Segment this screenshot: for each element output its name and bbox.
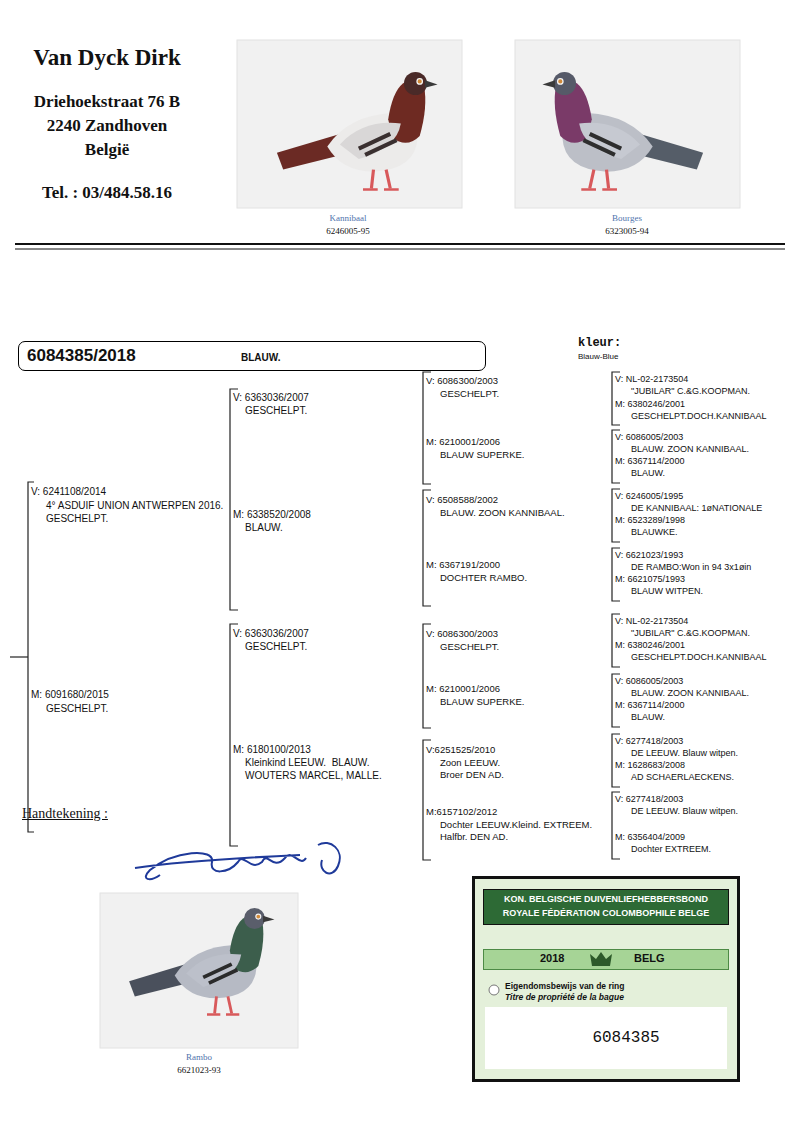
ring-year: 2018 [540, 952, 564, 965]
pedigree-entry: M:6157102/2012 [426, 806, 497, 817]
pedigree-entry: M: 6210001/2006 [426, 436, 500, 447]
pedigree-entry: V: 6363036/2007 [233, 628, 309, 640]
pigeon-photo [100, 893, 298, 1048]
pigeon-photo [237, 40, 462, 208]
breeder-address: België [85, 140, 129, 160]
pedigree-entry: GESCHELPT. [245, 641, 307, 653]
ring-certificate: Eigendomsbewijs van de ringTitre de prop… [472, 876, 740, 1082]
pedigree-entry: V: NL-02-2173504 [615, 374, 688, 385]
photo-ring: 6246005-95 [326, 226, 370, 237]
pedigree-entry: M: 6523289/1998 [615, 515, 685, 526]
photo-name: Kannibaal [330, 213, 367, 224]
pedigree-entry: BLAUW. [631, 468, 665, 479]
pedigree-entry: BLAUWKE. [631, 527, 678, 538]
pedigree-entry: Broer DEN AD. [440, 769, 504, 780]
pedigree-entry: DE LEEUW. Blauw witpen. [631, 748, 738, 759]
signature [135, 843, 340, 879]
pedigree-entry: DOCHTER RAMBO. [440, 572, 527, 583]
pedigree-entry: BLAUW SUPERKE. [440, 696, 524, 707]
pedigree-entry: Dochter EXTREEM. [631, 844, 711, 855]
header-rule [15, 249, 785, 250]
pedigree-entry: M: 1628683/2008 [615, 760, 685, 771]
pedigree-entry: BLAUW. [245, 522, 283, 534]
pedigree-entry: GESCHELPT. [440, 388, 499, 399]
pedigree-entry: DE RAMBO:Won in 94 3x1øin [631, 562, 751, 573]
pedigree-entry: M: 6180100/2013 [233, 744, 311, 756]
certificate-text: Titre de propriété de la bague [505, 992, 624, 1002]
pedigree-entry: GESCHELPT.DOCH.KANNIBAAL [631, 411, 767, 422]
colour-value: Blauw-Blue [578, 352, 618, 362]
pedigree-entry: GESCHELPT. [245, 405, 307, 417]
pedigree-bracket [10, 372, 620, 860]
pedigree-entry: M: 6091680/2015 [31, 689, 109, 701]
photo-name: Bourges [612, 213, 642, 224]
ring-number: 6084385/2018 [27, 346, 136, 366]
breeder-address: 2240 Zandhoven [47, 116, 167, 136]
pedigree-entry: V: 6508588/2002 [426, 494, 498, 505]
pigeon-photo [515, 40, 740, 208]
pedigree-entry: V: 6246005/1995 [615, 491, 683, 502]
pedigree-entry: M: 6210001/2006 [426, 683, 500, 694]
pedigree-entry: "JUBILAR" C.&G.KOOPMAN. [631, 386, 750, 397]
pedigree-entry: Dochter LEEUW.Kleind. EXTREEM. [440, 819, 592, 830]
pedigree-entry: V: 6241108/2014 [31, 486, 106, 498]
pedigree-entry: V: 6621023/1993 [615, 550, 683, 561]
pedigree-entry: M: 6367114/2000 [615, 700, 684, 711]
pedigree-entry: GESCHELPT.DOCH.KANNIBAAL [631, 652, 767, 663]
pedigree-entry: DE LEEUW. Blauw witpen. [631, 806, 738, 817]
federation-name: KON. BELGISCHE DUIVENLIEFHEBBERSBOND [504, 894, 708, 905]
signature-label: Handtekening : [22, 806, 108, 823]
pedigree-entry: "JUBILAR" C.&G.KOOPMAN. [631, 628, 750, 639]
pedigree-entry: M: 6380246/2001 [615, 640, 685, 651]
federation-band: KON. BELGISCHE DUIVENLIEFHEBBERSBOND ROYA… [483, 889, 729, 925]
pedigree-entry: M: 6338520/2008 [233, 509, 311, 521]
pedigree-entry: GESCHELPT. [440, 641, 499, 652]
pedigree-entry: WOUTERS MARCEL, MALLE. [245, 770, 382, 782]
pedigree-entry: BLAUW. ZOON KANNIBAAL. [440, 507, 565, 518]
pedigree-entry: V: 6086005/2003 [615, 676, 683, 687]
pedigree-entry: DE KANNIBAAL: 1øNATIONALE [631, 503, 762, 514]
year-band: 2018 BELG [483, 949, 729, 970]
federation-name: ROYALE FÉDÉRATION COLOMBOPHILE BELGE [503, 908, 710, 919]
pedigree-entry: BLAUW. ZOON KANNIBAAL. [631, 444, 749, 455]
pedigree-entry: V: 6086005/2003 [615, 432, 683, 443]
breeder-address: Driehoekstraat 76 B [34, 92, 180, 112]
pedigree-entry: M: 6380246/2001 [615, 399, 685, 410]
pedigree-entry: AD SCHAERLAECKENS. [631, 772, 734, 783]
pedigree-entry: BLAUW WITPEN. [631, 586, 703, 597]
pedigree-entry: BLAUW. [631, 712, 665, 723]
pedigree-entry: GESCHELPT. [46, 513, 108, 525]
pedigree-entry: V: 6363036/2007 [233, 392, 309, 404]
pedigree-entry: Halfbr. DEN AD. [440, 831, 508, 842]
colour: BLAUW. [241, 352, 280, 364]
pedigree-entry: V: 6086300/2003 [426, 375, 498, 386]
header-rule [15, 243, 785, 245]
country-code: BELG [634, 952, 665, 965]
certificate-text: Eigendomsbewijs van de ring [505, 981, 625, 991]
pedigree-entry: V: 6277418/2003 [615, 794, 683, 805]
pedigree-entry: M: 6621075/1993 [615, 574, 685, 585]
pedigree-entry: V: NL-02-2173504 [615, 616, 688, 627]
pedigree-entry: V: 6086300/2003 [426, 628, 498, 639]
pedigree-entry: 4° ASDUIF UNION ANTWERPEN 2016. [46, 500, 223, 512]
breeder-phone: Tel. : 03/484.58.16 [42, 183, 172, 203]
pedigree-entry: M: 6367114/2000 [615, 456, 684, 467]
pedigree-entry: GESCHELPT. [46, 703, 108, 715]
ring-number: 6084385 [485, 1007, 727, 1069]
pedigree-entry: Zoon LEEUW. [440, 757, 500, 768]
pedigree-entry: M: 6367191/2000 [426, 559, 500, 570]
pedigree-entry: BLAUW SUPERKE. [440, 449, 524, 460]
ring-number-box: 6084385/2018 BLAUW. [18, 341, 486, 371]
pedigree-entry: M: 6356404/2009 [615, 832, 685, 843]
pedigree-entry: V:6251525/2010 [426, 744, 495, 755]
breeder-name: Van Dyck Dirk [33, 44, 180, 72]
photo-name: Rambo [186, 1052, 212, 1063]
pedigree-entry: BLAUW. ZOON KANNIBAAL. [631, 688, 749, 699]
pedigree-entry: V: 6277418/2003 [615, 736, 683, 747]
photo-ring: 6323005-94 [605, 226, 649, 237]
colour-heading: kleur: [578, 336, 621, 350]
pedigree-entry: Kleinkind LEEUW. BLAUW. [245, 757, 370, 769]
photo-ring: 6621023-93 [177, 1065, 221, 1076]
